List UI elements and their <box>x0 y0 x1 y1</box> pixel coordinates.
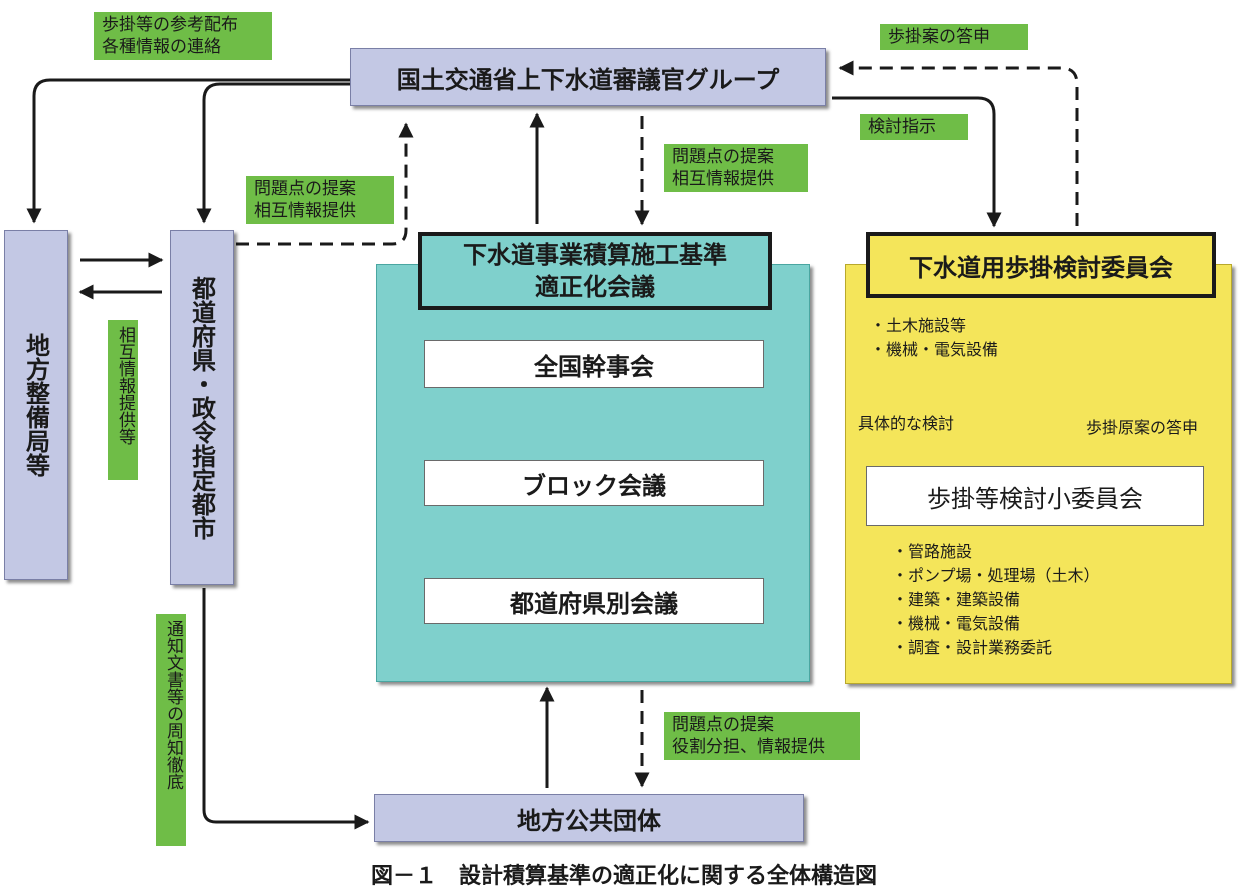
issue-roles-label: 問題点の提案 役割分担、情報提供 <box>664 712 860 760</box>
mutual-info-vertical-label: 相互情報提供等 <box>108 320 138 480</box>
standard-report-label: 歩掛案の答申 <box>880 24 1028 50</box>
ref-distribution-label: 歩掛等の参考配布 各種情報の連絡 <box>94 12 272 60</box>
draft-report-label: 歩掛原案の答申 <box>1086 418 1199 437</box>
committee-title-box: 下水道用歩掛検討委員会 <box>866 232 1216 298</box>
council-title: 下水道事業積算施工基準 適正化会議 <box>463 241 727 301</box>
regional-bureau-label: 地方整備局等 <box>21 333 50 477</box>
committee-title: 下水道用歩掛検討委員会 <box>909 253 1173 282</box>
committee-scope-top: ・土木施設等 ・機械・電気設備 <box>870 314 998 362</box>
subcommittee-box: 歩掛等検討小委員会 <box>866 466 1204 526</box>
arrow-committee-to-mlit-dashed <box>838 60 1079 226</box>
prefectures-label: 都道府県・政令指定都市 <box>187 275 216 540</box>
committee-scope-bottom: ・管路施設 ・ポンプ場・処理場（土木） ・建築・建築設備 ・機械・電気設備 ・調… <box>892 540 1100 660</box>
scope-item: ・調査・設計業務委託 <box>892 638 1053 657</box>
council-title-box: 下水道事業積算施工基準 適正化会議 <box>418 232 772 310</box>
prefectures-node: 都道府県・政令指定都市 <box>170 230 234 585</box>
notice-docs-label: 通知文書等の周知徹底 <box>156 614 186 846</box>
review-instruction-label: 検討指示 <box>860 114 968 140</box>
arrow-prefectures-to-mlit-dashed <box>236 122 414 246</box>
block-meeting-box: ブロック会議 <box>424 460 764 506</box>
scope-item: ・管路施設 <box>892 542 973 561</box>
prefecture-meeting-box: 都道府県別会議 <box>424 578 764 624</box>
prefecture-meeting-label: 都道府県別会議 <box>510 589 678 618</box>
arrow-mlit-to-prefectures <box>196 82 350 224</box>
concrete-review-label: 具体的な検討 <box>858 414 955 433</box>
issue-mutual-left-label: 問題点の提案 相互情報提供 <box>246 176 394 224</box>
local-governments-node: 地方公共団体 <box>374 794 804 842</box>
scope-item: ・ポンプ場・処理場（土木） <box>892 566 1100 585</box>
local-governments-label: 地方公共団体 <box>517 806 661 835</box>
scope-item: ・建築・建築設備 <box>892 590 1021 609</box>
national-secretaries-box: 全国幹事会 <box>424 340 764 388</box>
block-meeting-label: ブロック会議 <box>522 471 666 500</box>
subcommittee-label: 歩掛等検討小委員会 <box>927 484 1143 513</box>
regional-bureau-node: 地方整備局等 <box>4 230 68 580</box>
figure-caption: 図－１ 設計積算基準の適正化に関する全体構造図 <box>370 864 877 889</box>
arrow-mlit-to-regional-bureau <box>26 78 350 224</box>
arrow-mlit-to-committee <box>832 96 1002 228</box>
scope-item: ・機械・電気設備 <box>870 340 999 359</box>
national-secretaries-label: 全国幹事会 <box>534 352 654 381</box>
arrow-prefectures-to-local <box>202 588 370 830</box>
issue-mutual-center-label: 問題点の提案 相互情報提供 <box>664 144 808 192</box>
scope-item: ・土木施設等 <box>870 316 967 335</box>
mlit-node: 国土交通省上下水道審議官グループ <box>350 48 826 106</box>
mlit-label: 国土交通省上下水道審議官グループ <box>396 65 780 94</box>
scope-item: ・機械・電気設備 <box>892 614 1021 633</box>
